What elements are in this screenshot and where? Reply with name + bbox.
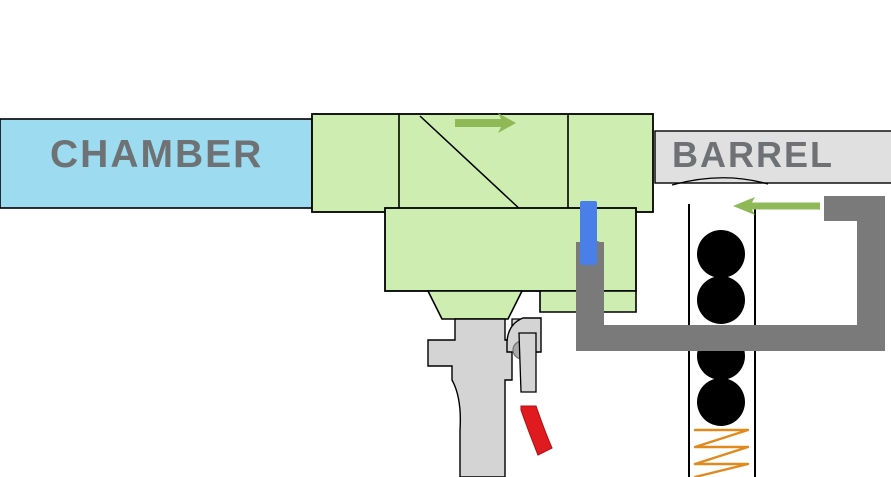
chamber-block: [0, 118, 313, 209]
grip-frame: [427, 318, 513, 477]
feed-ramp-diagonal: [419, 115, 524, 213]
barrel-port-arc: [671, 177, 769, 186]
barrel-label: BARREL: [672, 134, 834, 175]
trigger-lever-red: [520, 405, 553, 456]
bb-pellet: [697, 276, 745, 324]
chamber-label: CHAMBER: [50, 133, 264, 176]
follower-arrow: [733, 197, 820, 215]
magazine-spring: [693, 428, 750, 477]
bb-pellet: [697, 378, 745, 426]
bolt-carrier-bracket: [576, 196, 885, 351]
bb-pellet: [697, 230, 745, 278]
upper-receiver: [311, 113, 654, 213]
trigger-bar: [518, 332, 537, 393]
bolt-forward-arrow: [455, 113, 516, 133]
barrel-block: [654, 130, 891, 184]
bolt-pin: [580, 201, 597, 265]
magwell-trapezoid: [426, 290, 524, 320]
